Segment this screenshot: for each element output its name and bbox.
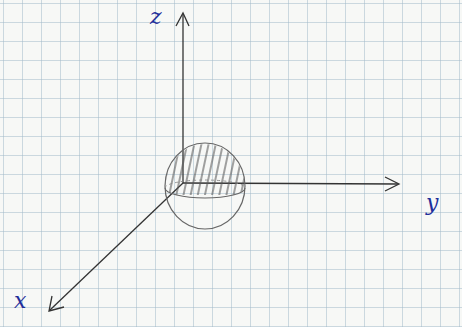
sphere xyxy=(160,135,250,229)
z-axis-label: z xyxy=(150,6,162,28)
y-axis-label: y xyxy=(426,192,438,214)
x-axis xyxy=(49,183,183,311)
x-axis-label: x xyxy=(14,290,26,312)
